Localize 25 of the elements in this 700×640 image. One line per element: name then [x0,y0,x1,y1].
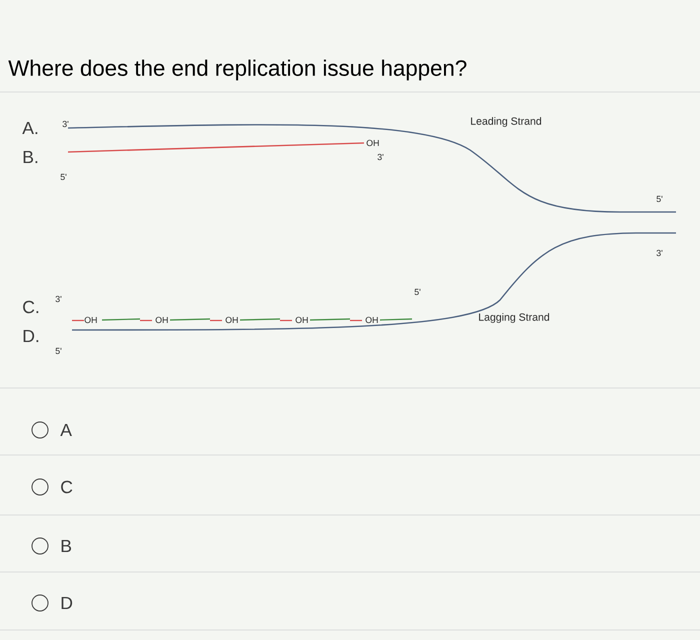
hydroxyl-label: OH [366,316,378,324]
end-label: 3' [656,250,662,256]
option-letter: D. [24,330,38,342]
end-label: 3' [56,296,62,302]
option-letter: C. [23,300,38,314]
hydroxyl-label: OH [296,316,308,324]
end-label: 5' [56,348,62,354]
choice-text: B [62,540,72,552]
end-label: 5' [414,288,420,296]
choice-text: A [60,424,72,436]
strand-label: Lagging Strand [479,313,550,323]
option-letter: B. [24,150,38,164]
end-label: 5' [60,174,66,180]
question-text: Where does the end replication issue happen? [8,60,466,80]
hydroxyl-label: OH [226,316,238,324]
end-label: 3' [62,120,68,128]
end-label: 3' [378,154,384,160]
option-letter: A. [22,122,38,134]
hydroxyl-label: OH [84,316,97,324]
hydroxyl-label: OH [156,316,168,324]
end-label: 5' [656,196,662,202]
choice-text: C [61,480,72,494]
strand-label: Leading Strand [471,117,542,127]
choice-text: D [62,596,72,610]
hydroxyl-label: OH [366,140,379,146]
